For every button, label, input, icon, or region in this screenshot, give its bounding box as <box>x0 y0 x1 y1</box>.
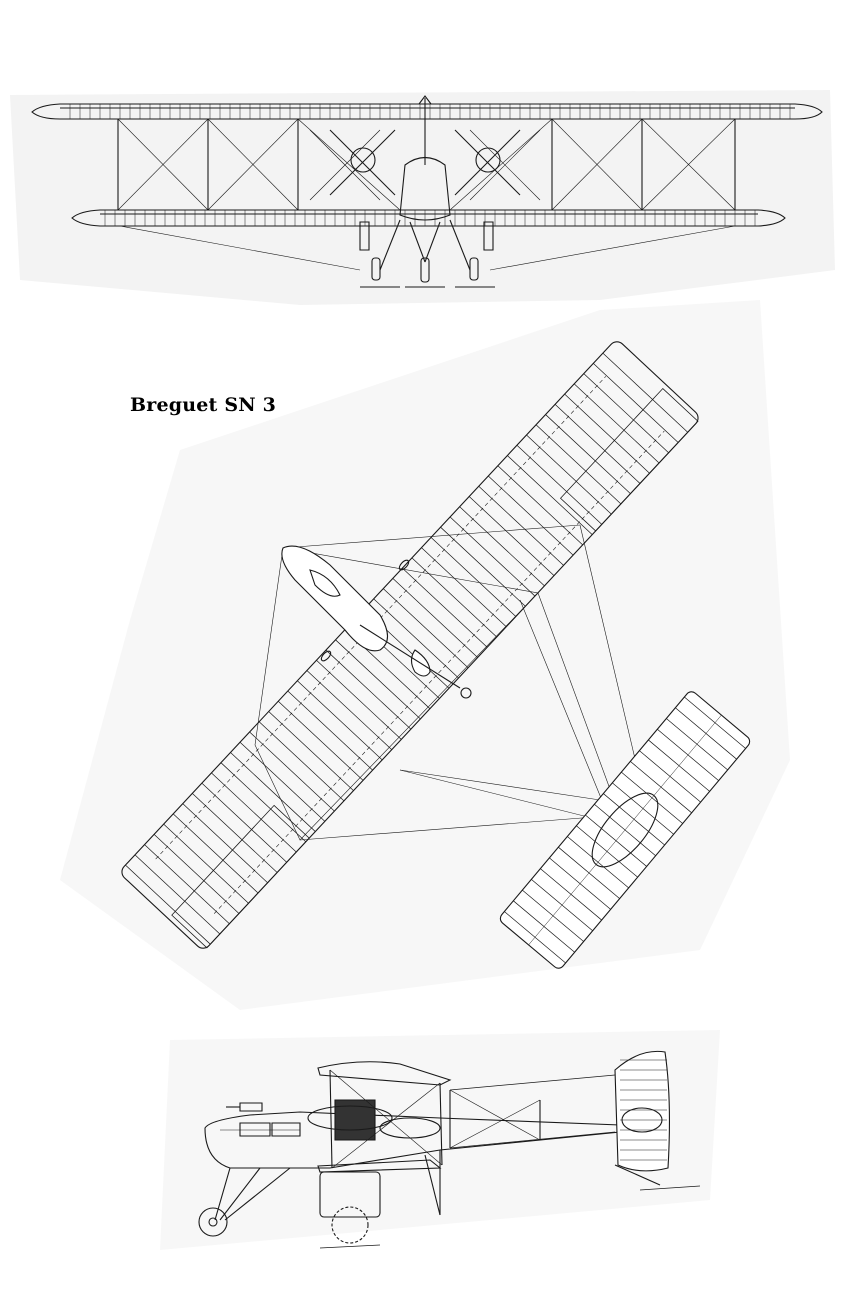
rib-line <box>431 537 516 616</box>
rib-line <box>240 742 325 821</box>
rib-line <box>517 445 602 524</box>
plan-bracing <box>255 525 640 840</box>
rib-line <box>460 507 545 586</box>
fuselage-front <box>400 158 450 221</box>
rib-line <box>603 353 688 432</box>
rib-line <box>221 763 306 842</box>
rib-line <box>135 855 220 934</box>
rib-line <box>316 660 401 739</box>
rib-line <box>450 517 535 596</box>
rib-line <box>536 425 621 504</box>
rib-line <box>546 415 631 494</box>
rib-line <box>507 456 592 535</box>
rib-line <box>469 496 554 575</box>
main-wing-plan <box>119 339 702 952</box>
rib-line <box>402 568 487 647</box>
rib-line <box>173 814 258 893</box>
bracing-wires <box>118 119 735 270</box>
rib-line <box>183 804 268 883</box>
side-fin <box>615 1051 669 1170</box>
rib-line <box>479 486 564 565</box>
lower-wing <box>72 210 785 226</box>
upper-wing <box>32 104 822 119</box>
rib-line <box>192 793 277 872</box>
rib-line <box>269 711 354 790</box>
rib-line <box>441 527 526 606</box>
rib-line <box>164 824 249 903</box>
rib-line <box>125 865 210 944</box>
rib-line <box>393 578 478 657</box>
rib-line <box>574 384 659 463</box>
rib-line <box>421 548 506 627</box>
fuselage-plan <box>282 546 471 698</box>
rib-line <box>336 640 421 719</box>
rib-line <box>202 783 287 862</box>
drawing-title: Breguet SN 3 <box>130 394 277 416</box>
rib-line <box>326 650 411 729</box>
rib-line <box>278 701 363 780</box>
landing-gear <box>360 220 495 287</box>
rib-line <box>145 845 230 924</box>
rib-line <box>412 558 497 637</box>
rib-line <box>297 681 382 760</box>
rib-line <box>374 599 459 678</box>
rib-line <box>154 834 239 913</box>
rib-line <box>307 671 392 750</box>
rib-line <box>288 691 373 770</box>
side-upper-wing <box>318 1062 450 1085</box>
interplane-struts <box>118 119 735 210</box>
rib-line <box>230 752 315 831</box>
tailplane-plan <box>498 689 752 970</box>
rib-line <box>555 404 640 483</box>
front-view <box>32 96 822 287</box>
rib-line <box>584 374 669 453</box>
rib-line <box>526 435 611 514</box>
side-view <box>199 1051 700 1248</box>
rib-line <box>565 394 650 473</box>
lower-wing-ribs <box>105 210 755 226</box>
rib-line <box>488 476 573 555</box>
plan-view <box>119 339 752 971</box>
rib-line <box>250 732 335 811</box>
rib-line <box>593 363 678 442</box>
upper-wing-ribs <box>70 104 790 119</box>
rib-line <box>383 589 468 668</box>
rib-line <box>259 722 344 801</box>
rib-line <box>498 466 583 545</box>
rib-line <box>211 773 296 852</box>
engines <box>330 130 520 195</box>
